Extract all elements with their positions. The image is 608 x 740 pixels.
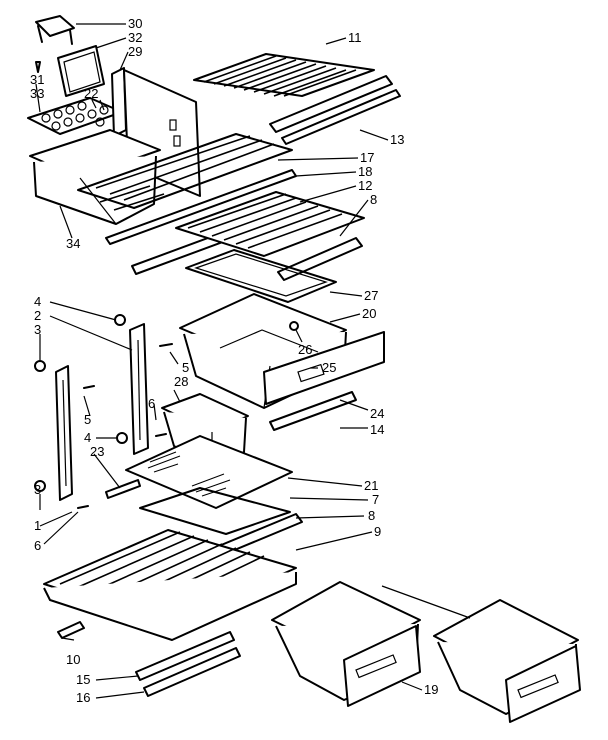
label-2: 2	[34, 308, 41, 323]
label-21: 21	[364, 478, 378, 493]
label-19: 19	[424, 682, 438, 697]
label-31: 31	[30, 72, 44, 87]
part-5-screw	[83, 343, 173, 389]
label-22: 22	[84, 86, 98, 101]
label-4a: 4	[34, 294, 41, 309]
label-23: 23	[90, 444, 104, 459]
part-11-wire-shelf	[193, 53, 375, 97]
part-27-drawer-frame	[185, 249, 337, 303]
label-32: 32	[128, 30, 142, 45]
label-24: 24	[370, 406, 384, 421]
part-2-shelf-bracket	[129, 323, 149, 455]
label-34: 34	[66, 236, 80, 251]
part-31-screw	[35, 61, 41, 73]
label-28: 28	[174, 374, 188, 389]
label-25: 25	[322, 360, 336, 375]
part-30-hinge-bracket	[35, 15, 75, 45]
part-13-shelf-rail	[269, 75, 401, 145]
part-8-shelf-rod-upper	[277, 237, 363, 281]
part-14-drawer-rail	[269, 391, 357, 431]
leader-lines	[35, 23, 423, 699]
part-3-bushing	[34, 360, 46, 492]
label-14: 14	[370, 422, 384, 437]
label-4b: 4	[84, 430, 91, 445]
label-5b: 5	[84, 412, 91, 427]
part-23-shelf-rod	[105, 479, 141, 499]
part-6-screw	[77, 433, 167, 509]
part-9-bottom-shelf	[43, 529, 297, 641]
label-6a: 6	[148, 396, 155, 411]
label-8a: 8	[370, 192, 377, 207]
part-19-bin-right	[433, 599, 581, 723]
part-34-meat-keeper	[29, 129, 161, 225]
label-26: 26	[298, 342, 312, 357]
part-10-rail	[57, 621, 85, 639]
label-27: 27	[364, 288, 378, 303]
label-13: 13	[390, 132, 404, 147]
label-15: 15	[76, 672, 90, 687]
leader-bin-connection	[381, 585, 471, 619]
label-8b: 8	[368, 508, 375, 523]
label-12: 12	[358, 178, 372, 193]
part-1-shelf-bracket	[55, 365, 73, 501]
label-1: 1	[34, 518, 41, 533]
label-3a: 3	[34, 322, 41, 337]
label-5a: 5	[182, 360, 189, 375]
label-20: 20	[362, 306, 376, 321]
part-17-upper-shelf	[77, 133, 293, 211]
label-33: 33	[30, 86, 44, 101]
label-30: 30	[128, 16, 142, 31]
part-12-glass-shelf	[175, 191, 365, 257]
part-33-egg-tray	[27, 97, 123, 135]
part-4-bushing	[114, 314, 128, 444]
part-20-crisper-drawer	[179, 293, 347, 409]
part-15-rail	[135, 631, 235, 681]
part-19-bin-left	[271, 581, 421, 707]
label-10: 10	[66, 652, 80, 667]
part-32-dairy-door	[57, 45, 105, 97]
part-24-drawer-front	[263, 331, 385, 405]
label-11: 11	[348, 30, 362, 45]
label-6b: 6	[34, 538, 41, 553]
label-29: 29	[128, 44, 142, 59]
label-17: 17	[360, 150, 374, 165]
part-21-glass-panel	[125, 435, 293, 509]
label-16: 16	[76, 690, 90, 705]
part-7-shelf-frame	[139, 487, 291, 535]
part-16-rail	[143, 647, 241, 697]
label-18: 18	[358, 164, 372, 179]
label-7: 7	[372, 492, 379, 507]
part-labels: 30 32 29 11 31 33 22 13 17 18 12 8 34 27…	[30, 16, 438, 705]
part-26-clip	[289, 321, 299, 331]
label-3b: 3	[34, 482, 41, 497]
label-9: 9	[374, 524, 381, 539]
